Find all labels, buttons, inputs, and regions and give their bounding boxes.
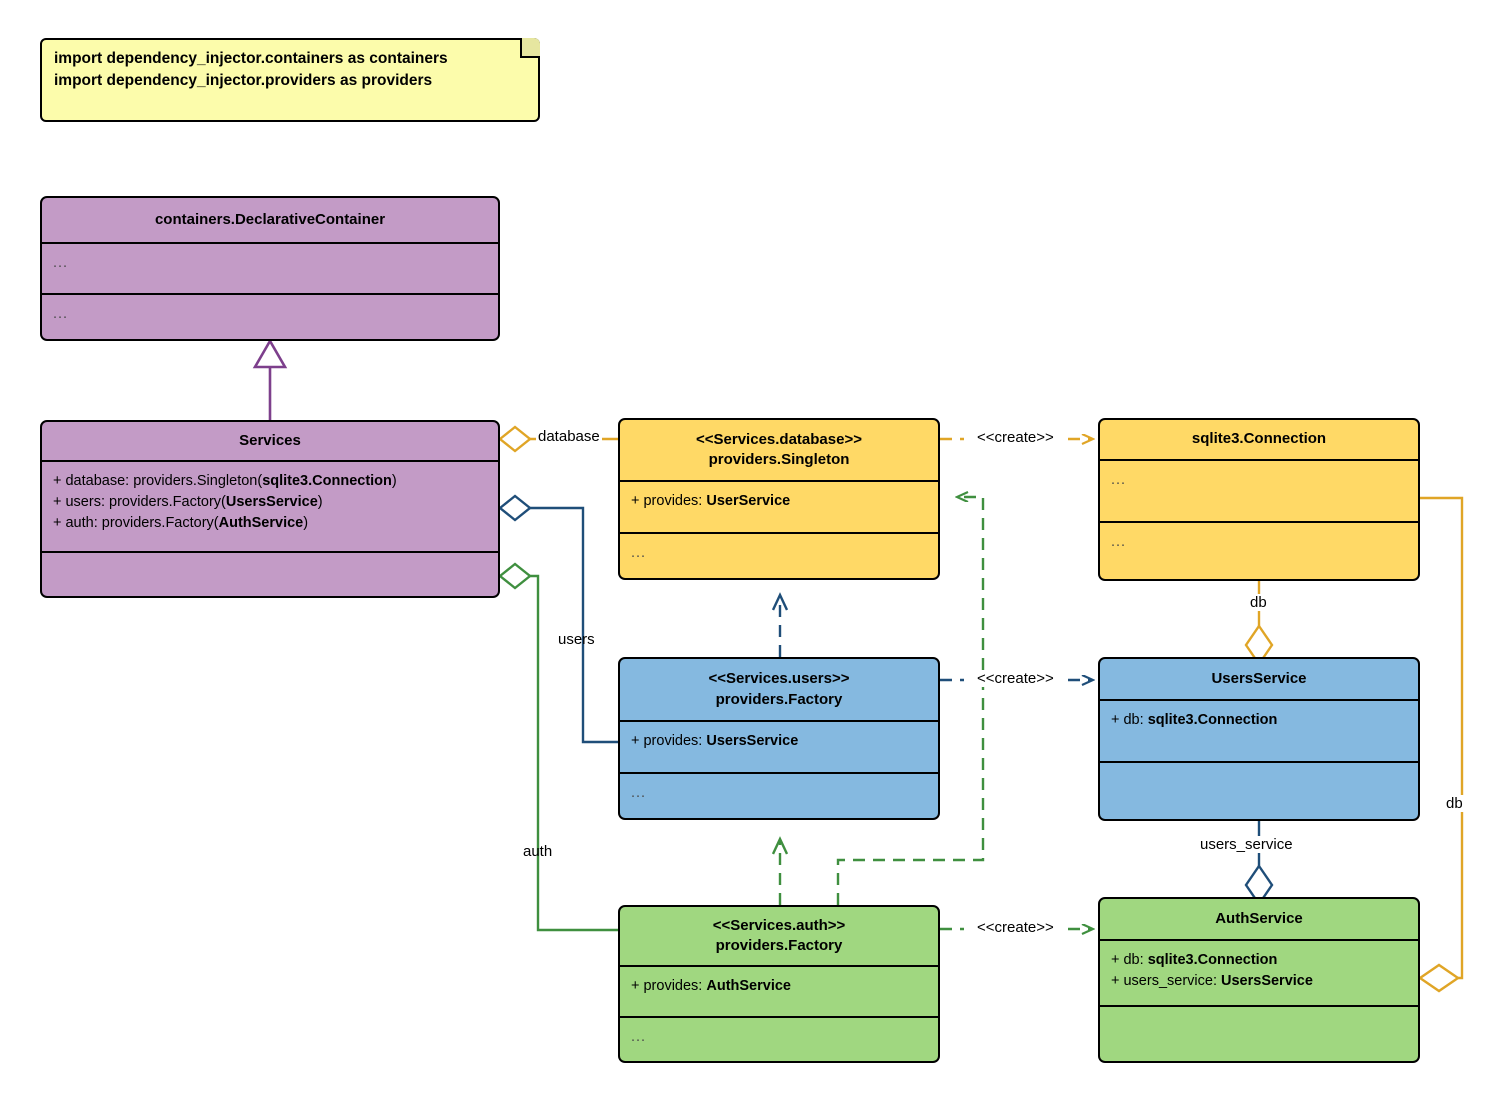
note-line-2: import dependency_injector.providers as … <box>54 72 433 89</box>
class-authservice[interactable]: AuthService + db: sqlite3.Connection + u… <box>1098 897 1420 1063</box>
class-operations-sqlite3-connection: ... <box>1100 521 1418 579</box>
edge-generalization-services <box>252 338 288 420</box>
edge-aggregation-users <box>498 494 618 744</box>
class-title-usersservice: UsersService <box>1211 669 1307 687</box>
class-sqlite3-connection[interactable]: sqlite3.Connection ... ... <box>1098 418 1420 581</box>
class-title-authservice: AuthService <box>1215 909 1303 927</box>
class-operations-services-database: ... <box>620 532 938 578</box>
class-title-services: Services <box>239 431 301 449</box>
edge-aggregation-db-authservice <box>1417 496 1464 993</box>
class-name-providers-factory-auth: providers.Factory <box>715 937 843 954</box>
edge-label-db-usersservice: db <box>1248 594 1269 611</box>
attr-services-database: + database: providers.Singleton(sqlite3.… <box>53 473 397 489</box>
class-operations-authservice <box>1100 1005 1418 1061</box>
stereotype-services-database: <<Services.database>> <box>696 430 862 448</box>
edge-label-db-authservice: db <box>1444 795 1465 812</box>
edge-label-database: database <box>536 428 602 445</box>
class-name-providers-singleton: providers.Singleton <box>708 451 850 468</box>
class-services-users-provider[interactable]: <<Services.users>> providers.Factory + p… <box>618 657 940 820</box>
class-attributes-services-auth: + provides: AuthService <box>620 965 938 1016</box>
edge-label-create-auth: <<create>> <box>975 919 1056 936</box>
class-title-services-users: <<Services.users>> providers.Factory <box>620 659 938 720</box>
edge-aggregation-auth <box>498 562 618 932</box>
class-title-declarative-container: containers.DeclarativeContainer <box>154 210 386 228</box>
class-attributes-declarative-container: ... <box>42 242 498 293</box>
class-attributes-services-users: + provides: UsersService <box>620 720 938 772</box>
edge-label-users-service: users_service <box>1198 836 1295 853</box>
class-operations-usersservice <box>1100 761 1418 819</box>
edge-label-users: users <box>558 631 595 648</box>
class-title-services-database: <<Services.database>> providers.Singleto… <box>620 420 938 480</box>
class-attributes-services: + database: providers.Singleton(sqlite3.… <box>42 460 498 551</box>
class-title-services-auth: <<Services.auth>> providers.Factory <box>620 907 938 965</box>
import-note: import dependency_injector.containers as… <box>40 38 540 122</box>
class-usersservice[interactable]: UsersService + db: sqlite3.Connection <box>1098 657 1420 821</box>
class-declarative-container[interactable]: containers.DeclarativeContainer ... ... <box>40 196 500 341</box>
edge-label-create-users: <<create>> <box>975 670 1056 687</box>
class-services-auth-provider[interactable]: <<Services.auth>> providers.Factory + pr… <box>618 905 940 1063</box>
edge-label-create-database: <<create>> <box>975 429 1056 446</box>
class-attributes-sqlite3-connection: ... <box>1100 459 1418 521</box>
edge-label-auth: auth <box>523 843 553 860</box>
class-services-database-provider[interactable]: <<Services.database>> providers.Singleto… <box>618 418 940 580</box>
class-operations-declarative-container: ... <box>42 293 498 339</box>
attr-services-auth: + auth: providers.Factory(AuthService) <box>53 515 309 532</box>
class-name-providers-factory-users: providers.Factory <box>715 690 843 708</box>
class-attributes-services-database: + provides: UserService <box>620 480 938 532</box>
stereotype-services-users: <<Services.users>> <box>708 670 850 688</box>
class-attributes-usersservice: + db: sqlite3.Connection <box>1100 699 1418 761</box>
class-title-sqlite3-connection: sqlite3.Connection <box>1191 430 1327 448</box>
class-operations-services <box>42 551 498 596</box>
class-operations-services-auth: ... <box>620 1016 938 1061</box>
attr-services-users: + users: providers.Factory(UsersService) <box>53 494 323 511</box>
stereotype-services-auth: <<Services.auth>> <box>712 916 846 934</box>
class-services[interactable]: Services + database: providers.Singleton… <box>40 420 500 598</box>
class-attributes-authservice: + db: sqlite3.Connection + users_service… <box>1100 939 1418 1005</box>
note-fold-icon <box>520 38 540 58</box>
edge-aggregation-usersservice-authservice <box>1244 821 1274 907</box>
note-line-1: import dependency_injector.containers as… <box>54 50 448 67</box>
class-operations-services-users: ... <box>620 772 938 818</box>
